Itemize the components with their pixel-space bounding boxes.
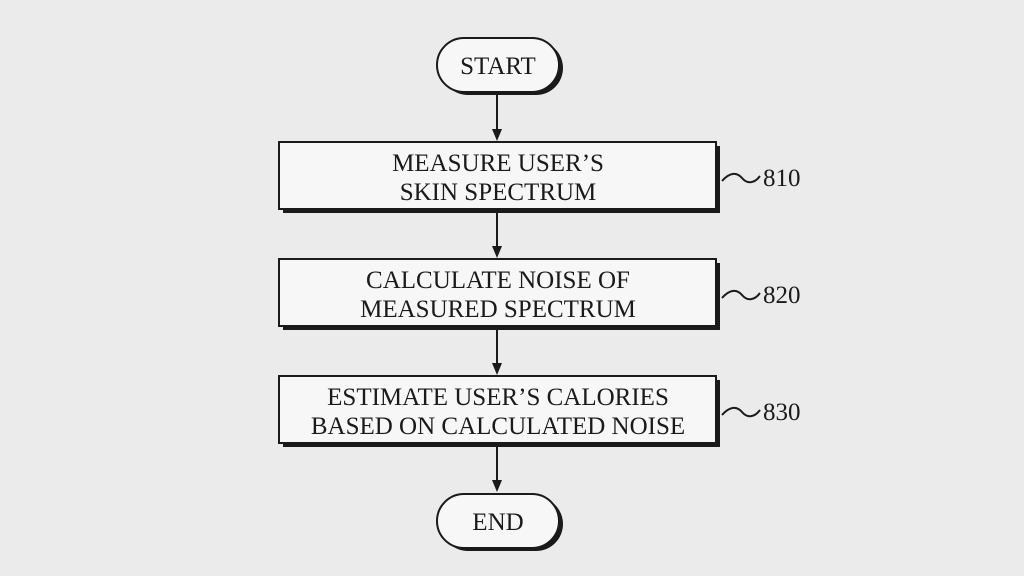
arrow-start-to-810 <box>492 92 502 141</box>
end-terminal-shape <box>436 493 560 549</box>
step-830-box <box>278 375 717 444</box>
arrow-830-to-end <box>492 443 502 492</box>
step-830-line1: ESTIMATE USER’S CALORIES <box>327 384 669 411</box>
arrow-head <box>492 480 502 492</box>
step-810: MEASURE USER’S SKIN SPECTRUM 810 <box>278 141 801 213</box>
step-820-leader <box>721 289 761 301</box>
step-830-leader <box>721 406 761 418</box>
step-820-box <box>278 258 717 327</box>
start-label: START <box>460 53 536 80</box>
arrow-head <box>492 363 502 375</box>
step-820-line1: CALCULATE NOISE OF <box>366 267 630 294</box>
arrow-820-to-830 <box>492 326 502 375</box>
arrow-810-to-820 <box>492 209 502 258</box>
step-820: CALCULATE NOISE OF MEASURED SPECTRUM 820 <box>278 258 801 330</box>
arrow-head <box>492 246 502 258</box>
step-810-line1: MEASURE USER’S <box>392 150 604 177</box>
step-830-line2: BASED ON CALCULATED NOISE <box>311 413 685 440</box>
step-810-ref: 810 <box>763 165 801 192</box>
end-label: END <box>472 509 523 536</box>
step-820-line2: MEASURED SPECTRUM <box>360 296 636 323</box>
end-terminal: END <box>436 493 563 551</box>
step-810-box <box>278 141 717 210</box>
start-terminal: START <box>436 37 563 95</box>
step-820-ref: 820 <box>763 282 801 309</box>
step-830-ref: 830 <box>763 399 801 426</box>
step-830: ESTIMATE USER’S CALORIES BASED ON CALCUL… <box>278 375 801 447</box>
arrow-head <box>492 129 502 141</box>
step-810-line2: SKIN SPECTRUM <box>400 179 597 206</box>
step-810-leader <box>721 172 761 184</box>
